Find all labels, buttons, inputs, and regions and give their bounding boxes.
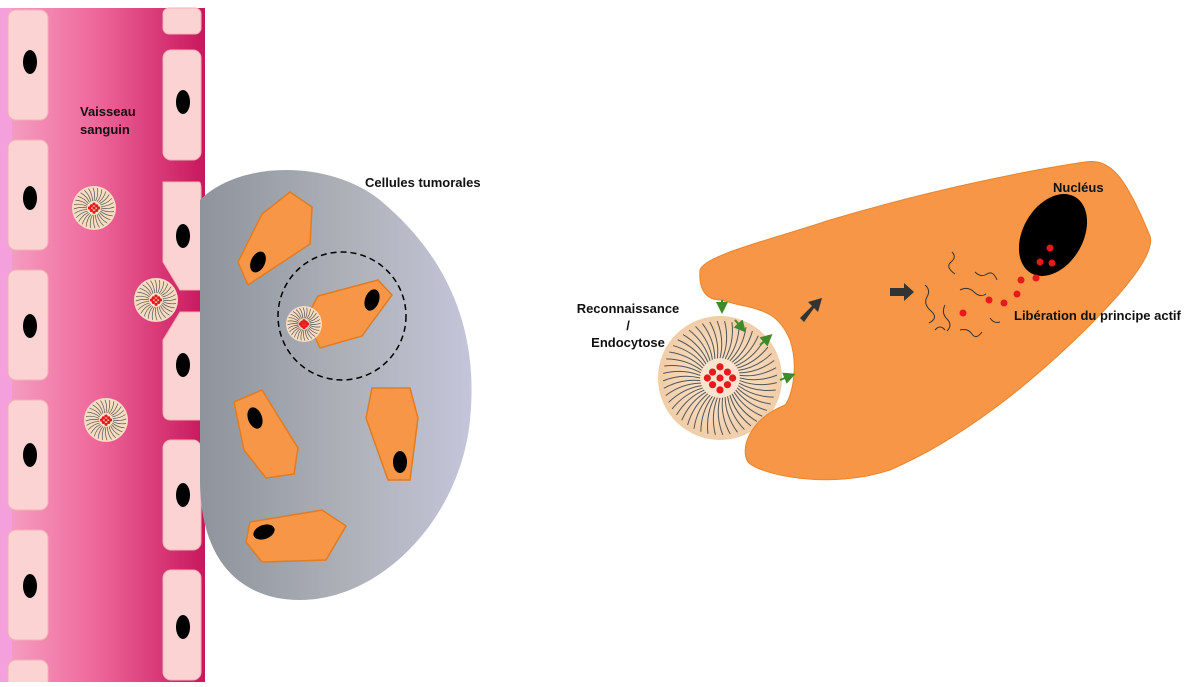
tumor-cells-label: Cellules tumorales (365, 175, 481, 190)
drug-molecule (716, 386, 723, 393)
drug-molecule (159, 298, 162, 301)
endothelial-cell (163, 440, 201, 550)
drug-molecule (306, 322, 309, 325)
drug-molecule (154, 298, 157, 301)
drug-molecule (709, 381, 716, 388)
vessel-label-line2: sanguin (80, 122, 130, 137)
nanoparticle-at-tumor-cell (286, 306, 322, 342)
drug-molecule (724, 368, 731, 375)
vessel-label-line1: Vaisseau (80, 104, 136, 119)
drug-molecule (100, 418, 103, 421)
endothelial-cell (8, 400, 48, 510)
endothelial-cell (8, 270, 48, 380)
drug-molecule (154, 294, 157, 297)
drug-molecule (704, 374, 711, 381)
recognition-label-line3: Endocytose (591, 335, 665, 350)
drug-molecule (716, 374, 723, 381)
drug-molecule (302, 319, 305, 322)
drug-molecule (724, 381, 731, 388)
endothelial-cell (163, 570, 201, 680)
drug-molecule (709, 368, 716, 375)
drug-molecule (92, 206, 95, 209)
drug-molecule (302, 326, 305, 329)
endothelial-cell (8, 140, 48, 250)
drug-molecule (109, 418, 112, 421)
drug-molecule (92, 211, 95, 214)
drug-molecule (299, 322, 302, 325)
drug-molecule (92, 202, 95, 205)
tumor-mass (200, 170, 472, 600)
left-endothelial-column (8, 10, 48, 682)
endothelial-cell (163, 50, 201, 160)
endothelial-cell (8, 660, 48, 682)
drug-molecule (154, 303, 157, 306)
nanoparticle-in-vessel (72, 186, 116, 230)
endothelial-cell (163, 8, 201, 34)
drug-molecule (104, 414, 107, 417)
drug-molecule (716, 363, 723, 370)
recognition-label-line2: / (626, 318, 630, 333)
recognition-label-line1: Reconnaissance (577, 301, 680, 316)
release-label: Libération du principe actif (1014, 308, 1182, 323)
nanoparticle-extravasating (134, 278, 178, 322)
drug-molecule (150, 298, 153, 301)
nucleus-label: Nucléus (1053, 180, 1104, 195)
drug-molecule (88, 206, 91, 209)
drug-molecule (97, 206, 100, 209)
drug-molecule (104, 423, 107, 426)
endothelial-cell (8, 530, 48, 640)
right-endothelial-column (163, 8, 201, 680)
endothelial-cell (8, 10, 48, 120)
nanoparticle-in-vessel (84, 398, 128, 442)
drug-molecule (729, 374, 736, 381)
drug-molecule (104, 418, 107, 421)
